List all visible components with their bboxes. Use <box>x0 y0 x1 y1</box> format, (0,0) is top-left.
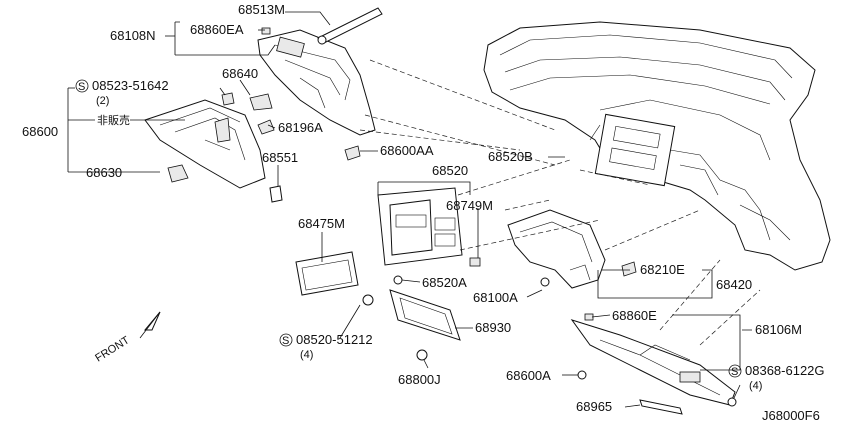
label-68106m: 68106M <box>755 322 802 337</box>
label-68513m: 68513M <box>238 2 285 17</box>
vent-68930 <box>389 289 461 341</box>
label-08520-qty: (4) <box>300 349 313 361</box>
screw-68800j <box>416 349 428 361</box>
diagram-id: J68000F6 <box>762 408 820 423</box>
screw-68600a <box>577 370 587 380</box>
damper-68630 <box>167 164 189 183</box>
label-68749m: 68749M <box>446 198 493 213</box>
pocket-68475m <box>295 251 359 296</box>
label-08368-6122g: 08368-6122G <box>745 363 825 378</box>
screw-symbol: S <box>282 335 289 347</box>
label-68600: 68600 <box>22 124 58 139</box>
screw-symbol: S <box>78 81 85 93</box>
label-08523-51642: 08523-51642 <box>92 78 169 93</box>
label-68475m: 68475M <box>298 216 345 231</box>
clip-68749m <box>469 257 481 267</box>
screw-08368 <box>727 397 737 407</box>
label-68520b: 68520B <box>488 149 533 164</box>
label-68860e: 68860E <box>612 308 657 323</box>
glove-box-illustration <box>144 99 266 189</box>
screw-68100a <box>540 277 550 287</box>
screw-ref-08523: S 08523-51642 (2) <box>75 78 169 107</box>
label-68520: 68520 <box>432 163 468 178</box>
label-68630: 68630 <box>86 165 122 180</box>
glove-box-frame-illustration <box>257 29 376 136</box>
rod-68513m <box>317 7 383 45</box>
screw-08520 <box>362 294 374 306</box>
cluster-lid-68520 <box>377 187 463 266</box>
label-68640: 68640 <box>222 66 258 81</box>
part-68965 <box>639 399 683 415</box>
leader-lines <box>67 11 752 408</box>
label-68551: 68551 <box>262 150 298 165</box>
clip-68210e <box>621 261 637 277</box>
label-68600a: 68600A <box>506 368 551 383</box>
label-68800j: 68800J <box>398 372 441 387</box>
label-08520-51212: 08520-51212 <box>296 332 373 347</box>
label-08368-qty: (4) <box>749 380 762 392</box>
label-68420: 68420 <box>716 277 752 292</box>
screw-ref-08520: S 08520-51212 (4) <box>279 332 373 361</box>
label-68600aa: 68600AA <box>380 143 434 158</box>
clip-68860e <box>584 313 594 321</box>
screw-symbol: S <box>731 366 738 378</box>
label-68210e: 68210E <box>640 262 685 277</box>
label-08523-qty: (2) <box>96 95 109 107</box>
label-68930: 68930 <box>475 320 511 335</box>
small-hardware <box>221 92 361 161</box>
cluster-lid-68420 <box>507 209 606 289</box>
phantom-lines <box>359 59 761 346</box>
front-arrow: FRONT <box>93 311 161 365</box>
screw-ref-08368: S 08368-6122G (4) <box>728 363 825 392</box>
label-68860ea: 68860EA <box>190 22 244 37</box>
label-not-sold: 非販売 <box>97 114 130 127</box>
screw-68520a <box>393 275 403 285</box>
label-68196a: 68196A <box>278 120 323 135</box>
instrument-panel-illustration <box>483 21 831 271</box>
label-68520a: 68520A <box>422 275 467 290</box>
label-68100a: 68100A <box>473 290 518 305</box>
striker-68551 <box>269 185 283 203</box>
label-68108n: 68108N <box>110 28 156 43</box>
clip-68860ea <box>261 27 271 35</box>
label-68965: 68965 <box>576 399 612 414</box>
lower-cover-68106m <box>570 319 736 406</box>
front-label: FRONT <box>93 334 132 364</box>
